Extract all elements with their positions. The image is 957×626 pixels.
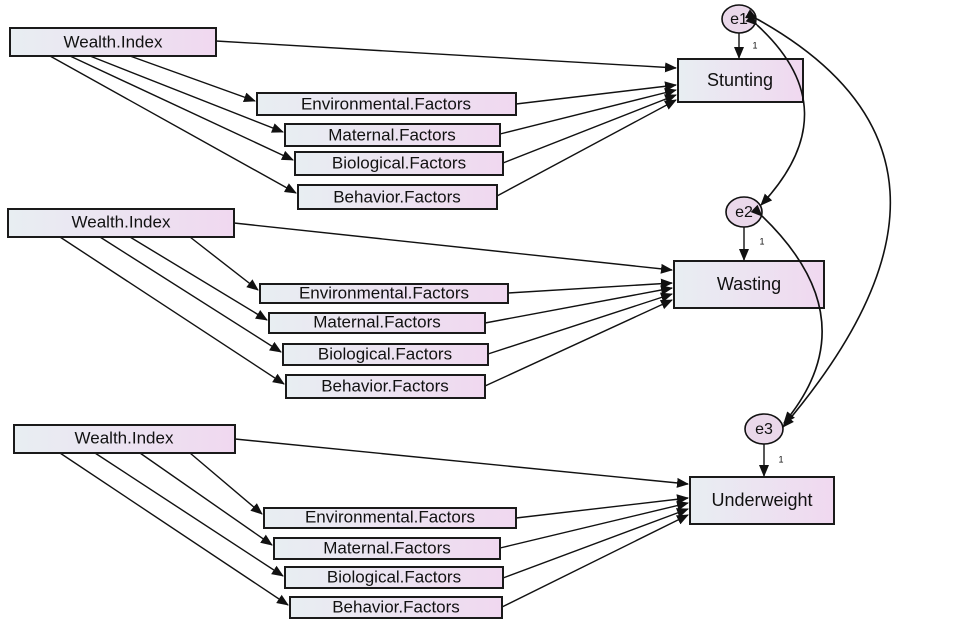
path-wealth-to-maternal: [89, 55, 284, 133]
path-wealth-to-wasting: [233, 222, 673, 274]
outcome-label-wasting: Wasting: [717, 274, 781, 294]
mediator-box-environmental: [256, 92, 517, 116]
path-wealth-to-maternal: [139, 452, 273, 546]
mediator-box-behavior: [297, 184, 498, 210]
path-wealth-to-environmental: [129, 55, 256, 102]
path-biological-to-wasting: [487, 292, 673, 355]
path-wealth-to-maternal: [129, 236, 268, 321]
error-path-label-e2: 1: [759, 236, 764, 246]
predictor-label: Wealth.Index: [75, 428, 174, 447]
mediator-label-environmental: Environmental.Factors: [299, 283, 469, 302]
mediator-box-maternal: [284, 123, 501, 147]
mediator-label-maternal: Maternal.Factors: [313, 312, 441, 331]
path-environmental-to-underweight: [515, 494, 689, 519]
error-label-e2: e2: [735, 204, 753, 221]
path-wealth-to-environmental: [189, 452, 263, 515]
predictor-label: Wealth.Index: [64, 32, 163, 51]
predictor-box: [7, 208, 235, 238]
path-wealth-to-behavior: [49, 55, 297, 194]
path-biological-to-stunting: [502, 94, 677, 164]
error-path-label-e1: 1: [752, 40, 757, 50]
panel-underweight: Wealth.Index Environmental.Factors Mater…: [13, 413, 835, 619]
mediator-box-maternal: [268, 312, 486, 334]
outcome-box-underweight: [689, 476, 835, 525]
path-maternal-to-stunting: [499, 87, 677, 135]
path-wealth-to-stunting: [215, 40, 677, 73]
outcome-label-underweight: Underweight: [711, 490, 812, 510]
covariance-e1-e3: [744, 9, 892, 428]
mediator-box-maternal: [273, 537, 501, 560]
mediator-box-behavior: [285, 374, 486, 399]
path-maternal-to-underweight: [499, 500, 689, 549]
path-wealth-to-biological: [94, 452, 284, 577]
covariance-e2-e3: [750, 204, 823, 424]
mediator-label-environmental: Environmental.Factors: [301, 94, 471, 113]
mediator-label-biological: Biological.Factors: [318, 344, 452, 363]
panel-wasting: Wealth.Index Environmental.Factors Mater…: [7, 196, 825, 399]
path-wealth-to-biological: [69, 55, 294, 161]
error-path-label-e3: 1: [778, 454, 783, 464]
error-label-e3: e3: [755, 421, 773, 438]
mediator-box-environmental: [259, 283, 509, 304]
mediator-box-biological: [294, 151, 504, 176]
path-environmental-to-stunting: [515, 81, 677, 105]
mediator-label-biological: Biological.Factors: [332, 153, 466, 172]
mediator-box-behavior: [289, 596, 503, 619]
path-maternal-to-wasting: [484, 285, 673, 324]
predictor-box: [9, 27, 217, 57]
panel-stunting: Wealth.Index Environmental.Factors Mater…: [9, 4, 804, 210]
mediator-label-maternal: Maternal.Factors: [328, 125, 456, 144]
path-wealth-to-biological: [99, 236, 282, 353]
mediator-label-environmental: Environmental.Factors: [305, 507, 475, 526]
mediator-label-behavior: Behavior.Factors: [321, 376, 449, 395]
mediator-box-biological: [284, 566, 504, 589]
predictor-label: Wealth.Index: [72, 212, 171, 231]
mediator-box-biological: [282, 343, 489, 366]
path-wealth-to-behavior: [59, 452, 289, 606]
path-wealth-to-behavior: [59, 236, 285, 385]
predictor-box: [13, 424, 236, 454]
path-wealth-to-environmental: [189, 236, 259, 291]
error-label-e1: e1: [730, 11, 748, 28]
path-behavior-to-underweight: [501, 514, 689, 608]
path-behavior-to-stunting: [496, 99, 677, 197]
path-behavior-to-wasting: [484, 299, 673, 387]
mediator-label-behavior: Behavior.Factors: [333, 187, 461, 206]
path-wealth-to-underweight: [234, 438, 689, 488]
outcome-label-stunting: Stunting: [707, 70, 773, 90]
covariance-e1-e2: [745, 13, 806, 206]
mediator-label-behavior: Behavior.Factors: [332, 597, 460, 616]
path-biological-to-underweight: [502, 508, 689, 579]
mediator-label-maternal: Maternal.Factors: [323, 538, 451, 557]
path-environmental-to-wasting: [507, 278, 673, 294]
mediator-label-biological: Biological.Factors: [327, 567, 461, 586]
mediator-box-environmental: [263, 507, 517, 529]
